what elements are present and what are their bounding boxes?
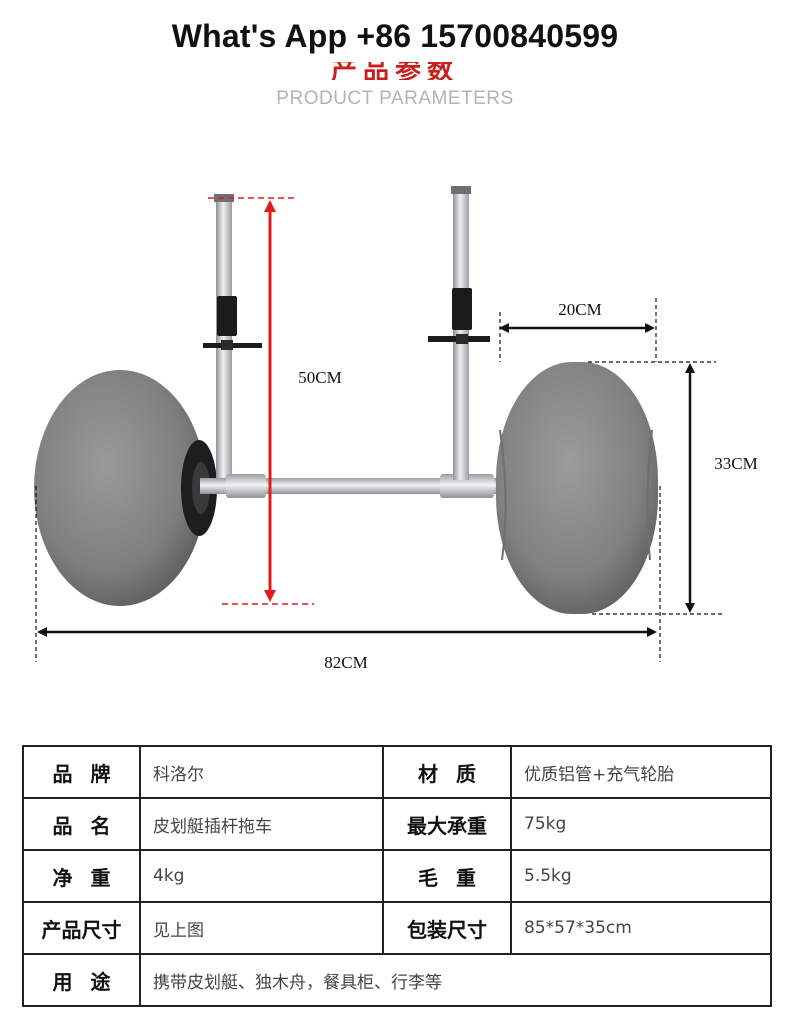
spec-value: 85*57*35cm [510, 901, 772, 955]
spec-key: 品牌 [22, 745, 141, 799]
spec-value: 4kg [139, 849, 384, 903]
left-post-grip [217, 296, 237, 336]
spec-key: 用途 [22, 953, 141, 1007]
spec-key: 最大承重 [382, 797, 512, 851]
right-wheel [496, 362, 658, 614]
spec-value: 5.5kg [510, 849, 772, 903]
section-title-cn: 产品参数 [0, 62, 790, 80]
table-row: 品牌 科洛尔 材质 优质铝管+充气轮胎 [22, 745, 772, 799]
total-length-label: 82CM [324, 653, 367, 672]
spec-key: 净重 [22, 849, 141, 903]
section-title-cn-text: 产品参数 [330, 62, 459, 80]
contact-banner: What's App +86 15700840599 [171, 18, 619, 54]
spec-key: 包装尺寸 [382, 901, 512, 955]
section-title-en: PRODUCT PARAMETERS [276, 88, 514, 109]
product-dimension-diagram: 50CM 20CM 33CM 82CM [34, 186, 758, 672]
spec-value: 科洛尔 [139, 745, 384, 799]
table-row: 净重 4kg 毛重 5.5kg [22, 849, 772, 903]
table-row: 用途 携带皮划艇、独木舟，餐具柜、行李等 [22, 953, 772, 1007]
width-label: 20CM [558, 300, 601, 319]
spec-table: 品牌 科洛尔 材质 优质铝管+充气轮胎 品名 皮划艇插杆拖车 最大承重 75kg… [22, 745, 772, 1007]
spec-key: 材质 [382, 745, 512, 799]
wheel-height-label: 33CM [714, 454, 757, 473]
left-wheel [34, 370, 206, 606]
left-post [216, 198, 232, 480]
spec-key: 品名 [22, 797, 141, 851]
table-row: 产品尺寸 见上图 包装尺寸 85*57*35cm [22, 901, 772, 955]
spec-value: 皮划艇插杆拖车 [139, 797, 384, 851]
spec-key: 毛重 [382, 849, 512, 903]
spec-value: 见上图 [139, 901, 384, 955]
spec-value: 优质铝管+充气轮胎 [510, 745, 772, 799]
height-label: 50CM [298, 368, 341, 387]
spec-value: 携带皮划艇、独木舟，餐具柜、行李等 [139, 953, 772, 1007]
spec-value: 75kg [510, 797, 772, 851]
table-row: 品名 皮划艇插杆拖车 最大承重 75kg [22, 797, 772, 851]
right-post-grip [452, 288, 472, 330]
spec-key: 产品尺寸 [22, 901, 141, 955]
